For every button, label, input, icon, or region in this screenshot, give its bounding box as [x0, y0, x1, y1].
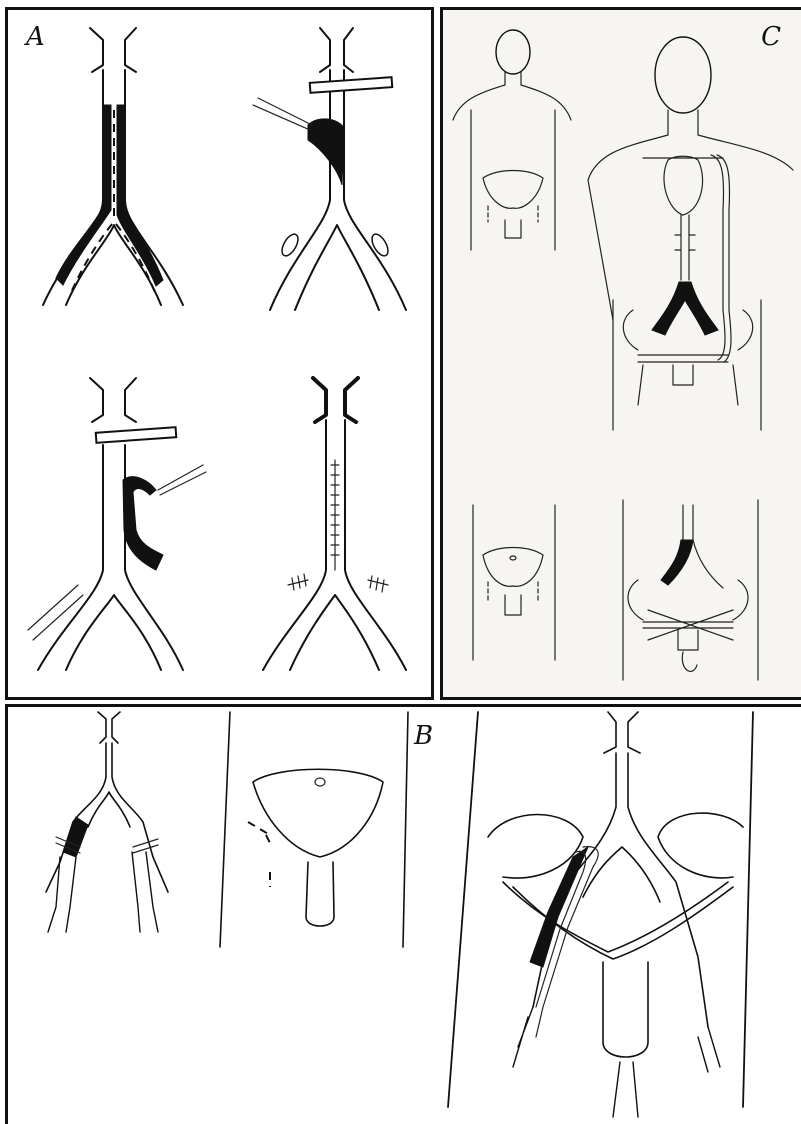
panel-b-drawing: [8, 707, 801, 1124]
crossover-bypass-figure: [448, 712, 753, 1117]
clamp-thrombectomy-figure: [253, 28, 406, 310]
aorta-thrombus-figure: [43, 28, 183, 305]
panel-a: A: [5, 7, 434, 700]
panel-b: B: [5, 704, 801, 1124]
aorto-femoral-bypass-figure: [588, 37, 793, 430]
panel-c-drawing: [443, 10, 801, 697]
sutured-aorta-figure: [263, 378, 406, 670]
pelvic-incision-figure: [220, 712, 408, 947]
femoro-femoral-bypass-figure: [623, 500, 758, 680]
thrombus-extraction-figure: [28, 378, 206, 670]
panel-a-drawing: [8, 10, 431, 697]
groin-incision-figure: [473, 505, 555, 660]
iliac-occlusion-figure: [46, 712, 168, 932]
panel-c: C: [440, 7, 801, 700]
torso-incision-figure: [453, 30, 571, 250]
